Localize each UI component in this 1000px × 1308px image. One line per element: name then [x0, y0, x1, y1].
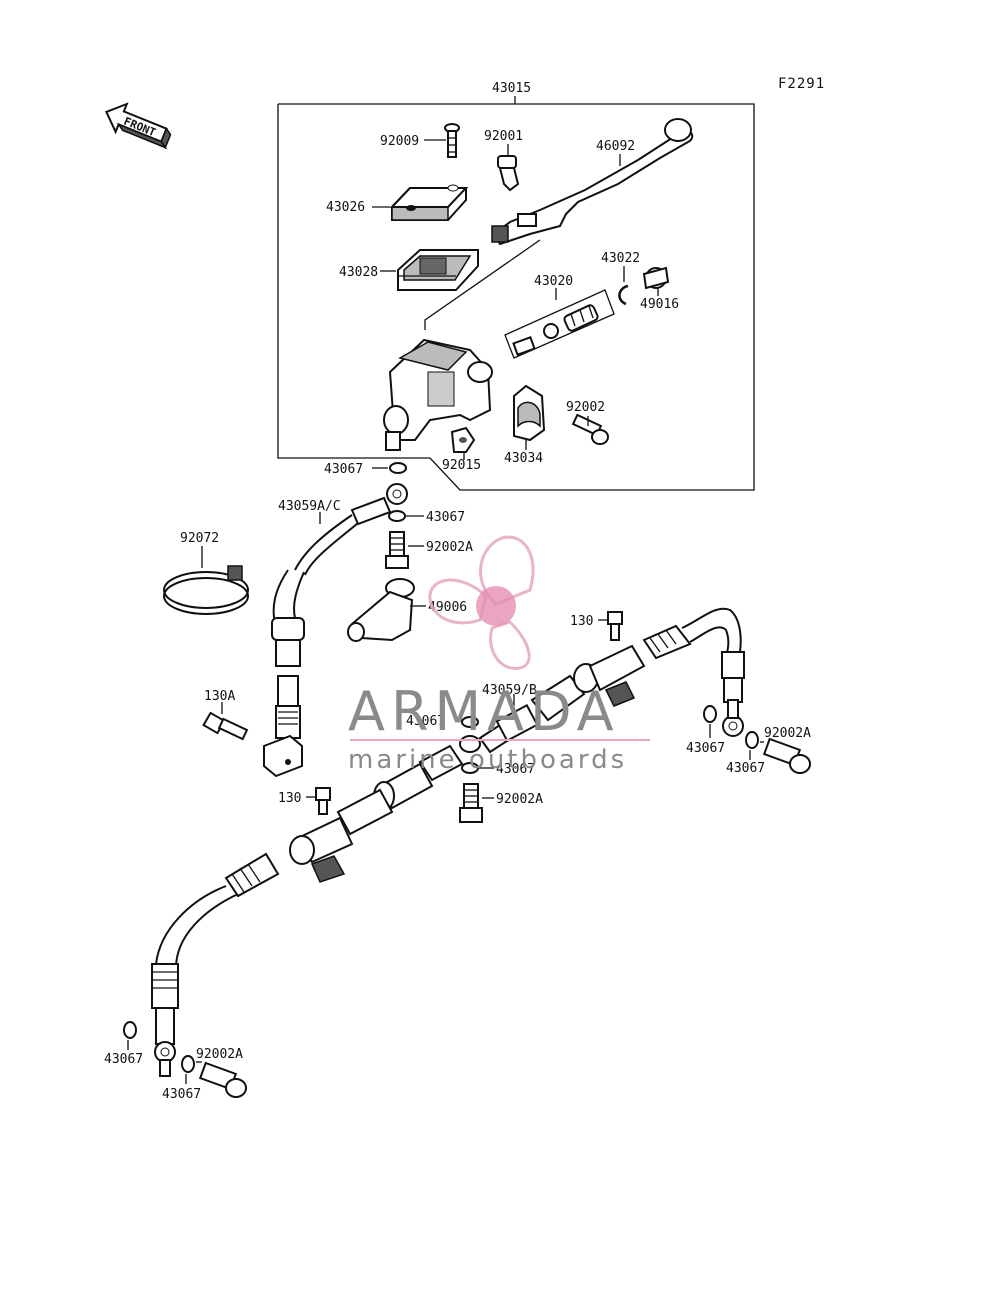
part-43067-washer — [388, 510, 406, 522]
label-43022: 43022 — [601, 251, 640, 266]
label-43067: 43067 — [426, 510, 465, 525]
label-43015: 43015 — [492, 81, 531, 96]
label-92002A: 92002A — [196, 1047, 243, 1062]
label-92072: 92072 — [180, 531, 219, 546]
propeller-logo-icon — [428, 535, 535, 670]
part-43020-piston-kit — [504, 289, 615, 359]
part-43067-washer — [461, 716, 479, 728]
part-43067-washer — [745, 731, 759, 749]
label-130: 130 — [570, 614, 593, 629]
watermark: ARMADA marine outboards — [348, 535, 650, 775]
label-43067: 43067 — [162, 1087, 201, 1102]
part-92015-nut — [450, 426, 476, 453]
part-92002A-banjo-bolt — [385, 531, 409, 569]
watermark-brand: ARMADA — [348, 680, 620, 743]
label-43067: 43067 — [686, 741, 725, 756]
part-92002A-banjo-bolt — [459, 783, 483, 823]
label-43026: 43026 — [326, 200, 365, 215]
part-92002-bolt — [571, 413, 609, 445]
part-master-cylinder-body — [383, 239, 541, 451]
label-43034: 43034 — [504, 451, 543, 466]
label-43059B: 43059/B — [482, 683, 537, 698]
part-43022-circlip — [618, 284, 629, 306]
assembly-43015-outline — [277, 103, 755, 491]
label-46092: 46092 — [596, 139, 635, 154]
drawing-code: F2291 — [778, 76, 825, 92]
part-43028-diaphragm — [397, 249, 479, 291]
front-arrow-icon: FRONT — [105, 102, 172, 150]
part-43059B-brake-hose — [459, 607, 745, 754]
label-43059AC: 43059A/C — [278, 499, 341, 514]
label-43020: 43020 — [534, 274, 573, 289]
part-49016-dust-boot — [642, 266, 670, 290]
part-130A-bolt — [202, 711, 249, 741]
label-130: 130 — [278, 791, 301, 806]
part-43067-washer — [181, 1055, 195, 1073]
label-43067: 43067 — [406, 714, 445, 729]
part-43067-washer — [703, 705, 717, 723]
label-43067: 43067 — [496, 762, 535, 777]
label-92002A: 92002A — [426, 540, 473, 555]
label-49006: 49006 — [428, 600, 467, 615]
label-43067: 43067 — [104, 1052, 143, 1067]
part-43067-washer — [123, 1021, 137, 1039]
part-43059AC-brake-hose — [263, 483, 408, 778]
label-43067: 43067 — [324, 462, 363, 477]
label-43028: 43028 — [339, 265, 378, 280]
part-43026-reservoir-cap — [389, 184, 469, 221]
leader-lines — [127, 139, 764, 1084]
part-130-bolt — [315, 787, 331, 815]
part-92002A-banjo-bolt — [198, 1061, 247, 1098]
part-46092-brake-lever — [491, 118, 694, 246]
part-labels: 43015 92009 92001 46092 43026 43028 4302… — [104, 81, 811, 1102]
label-130A: 130A — [204, 689, 235, 704]
label-92015: 92015 — [442, 458, 481, 473]
label-49016: 49016 — [640, 297, 679, 312]
part-43067-washer — [389, 462, 407, 474]
part-92009-screw — [444, 123, 460, 158]
part-92001-pivot-bolt — [497, 155, 520, 192]
watermark-tagline: marine outboards — [348, 745, 627, 775]
part-lower-brake-hose — [151, 744, 464, 1077]
label-43067: 43067 — [726, 761, 765, 776]
label-92002A: 92002A — [764, 726, 811, 741]
label-92001: 92001 — [484, 129, 523, 144]
part-49006-grommet — [347, 578, 415, 642]
label-92002: 92002 — [566, 400, 605, 415]
part-92072-clamp-band — [163, 565, 249, 615]
part-130-bolt — [607, 611, 623, 641]
label-92009: 92009 — [380, 134, 419, 149]
part-92002A-banjo-bolt — [762, 737, 811, 774]
part-43034-clamp-holder — [513, 384, 546, 442]
label-92002A: 92002A — [496, 792, 543, 807]
